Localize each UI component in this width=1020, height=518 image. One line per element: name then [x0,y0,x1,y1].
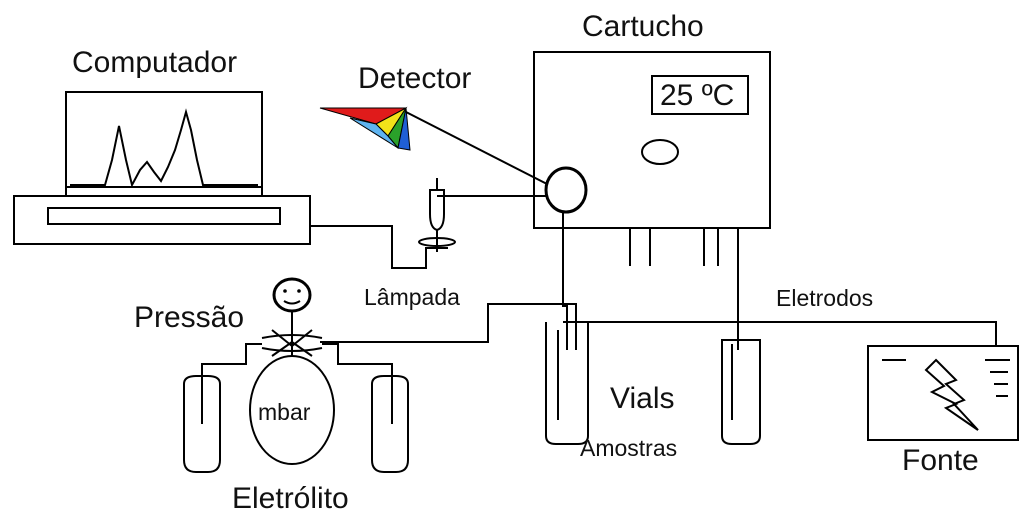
lamp [418,178,547,252]
power-supply-box [867,345,1019,441]
lightning-bolt-icon [924,358,979,431]
cartridge-knob [641,139,679,165]
lamp-label: Lâmpada [364,284,460,310]
computer-lamp-cable [310,225,448,269]
computer-monitor [65,91,263,197]
cartridge-box [533,51,771,229]
pressure-unit-label: mbar [258,399,311,425]
electrolyte-vial-left [183,375,221,473]
capillary-window [544,166,588,214]
temperature-display [651,75,749,115]
samples-label: Amostras [580,435,677,461]
detector-prism [319,106,548,185]
power-supply [867,345,1019,441]
pressure-assembly [201,277,393,465]
computer-label: Computador [72,46,237,79]
pressure-face-icon [272,277,312,313]
electrode-wire [563,321,997,346]
detector-label: Detector [358,62,471,95]
vials-label: Vials [610,382,674,415]
power-supply-label: Fonte [902,444,979,477]
computer-base [13,195,311,245]
cartridge [533,51,771,266]
computer-drive-slot [47,207,281,225]
pressure-line [320,303,577,350]
computer [13,91,311,245]
sample-vial-left [545,322,589,445]
electrodes-label: Eletrodos [776,285,873,311]
pressure-label: Pressão [134,301,244,334]
temperature-value: 25 ºC [660,79,734,112]
electrolyte-label: Eletrólito [232,482,349,515]
electropherogram-trace [70,108,258,188]
sample-vial-right [721,339,761,445]
cartridge-label: Cartucho [582,10,704,43]
electrolyte-vial-right [371,375,409,473]
capillary-left [562,212,568,350]
